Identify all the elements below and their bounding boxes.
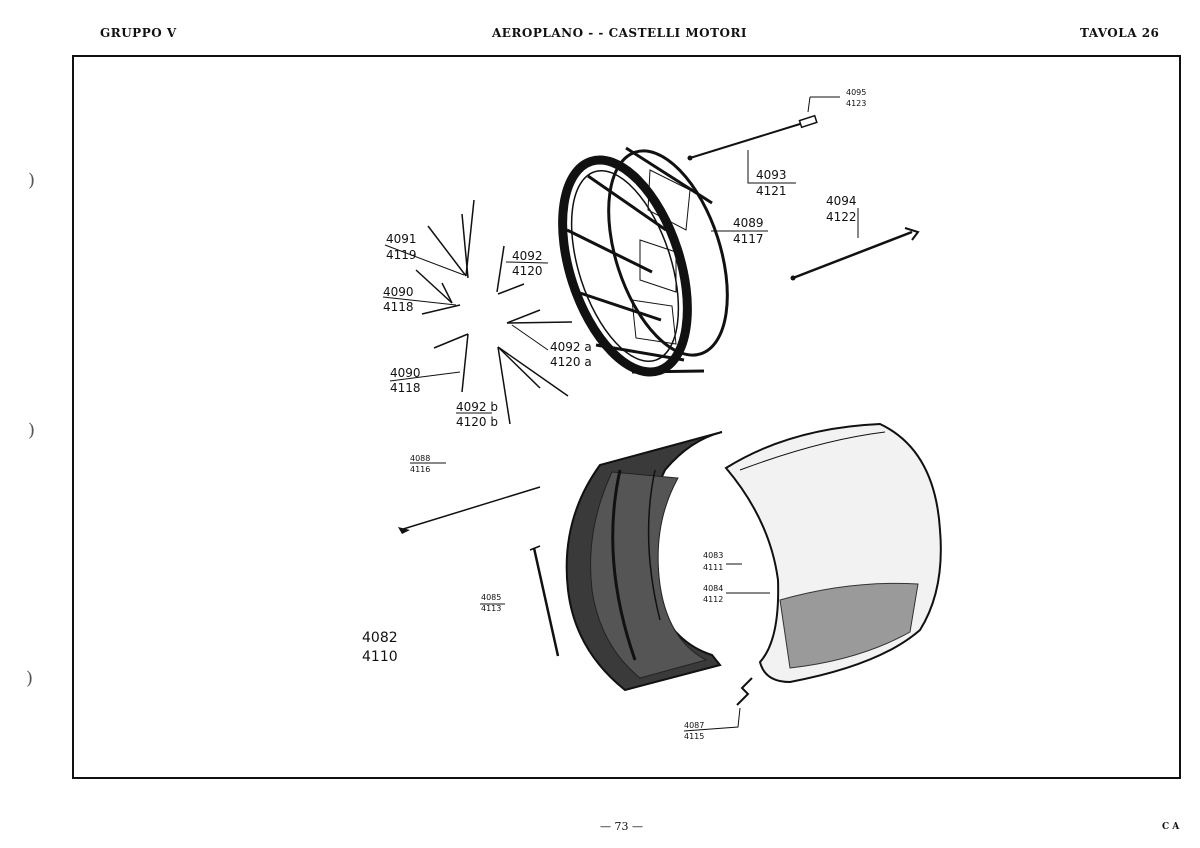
svg-text:4120 a: 4120 a (550, 355, 592, 369)
rod-4085 (529, 545, 560, 657)
leader-lines (382, 96, 859, 732)
svg-text:4094: 4094 (826, 194, 857, 208)
label-4083: 4083 4111 (703, 551, 723, 572)
plate-number: TAVOLA 26 (1080, 26, 1160, 40)
page-title: AEROPLANO - - CASTELLI MOTORI (492, 26, 748, 40)
svg-text:4089: 4089 (733, 216, 764, 230)
svg-text:4090: 4090 (383, 285, 414, 299)
label-4087: 4087 4115 (684, 721, 704, 741)
tie-rod-4093 (687, 123, 801, 161)
svg-text:4120 b: 4120 b (456, 415, 498, 429)
label-4092b: 4092 b 4120 b (456, 400, 498, 429)
binding-mark: ) (28, 170, 36, 191)
svg-text:4092: 4092 (512, 249, 543, 263)
label-4084: 4084 4112 (703, 584, 723, 604)
rod-4091 (427, 199, 475, 279)
svg-text:4083: 4083 (703, 551, 723, 560)
svg-text:4088: 4088 (410, 454, 430, 463)
footer-code: C A (1162, 822, 1180, 832)
svg-text:4091: 4091 (386, 232, 417, 246)
clip-4095 (798, 114, 818, 129)
svg-text:4115: 4115 (684, 732, 704, 741)
svg-text:4082: 4082 (362, 630, 398, 646)
rod-4090-lower (433, 333, 469, 393)
svg-text:4119: 4119 (386, 248, 417, 262)
svg-text:4121: 4121 (756, 184, 787, 198)
svg-text:4112: 4112 (703, 595, 723, 604)
svg-text:4087: 4087 (684, 721, 704, 730)
svg-text:4122: 4122 (826, 210, 857, 224)
label-4090-lower: 4090 4118 (390, 366, 421, 395)
svg-text:4123: 4123 (846, 99, 866, 108)
svg-text:4118: 4118 (383, 300, 414, 314)
label-4095: 4095 4123 (846, 88, 866, 108)
tie-rod-4094 (790, 227, 920, 281)
binding-mark: ) (26, 668, 34, 689)
svg-text:4090: 4090 (390, 366, 421, 380)
svg-text:4095: 4095 (846, 88, 866, 97)
front-cowl (724, 422, 942, 684)
rod-4088 (398, 486, 541, 534)
rod-4092a (506, 309, 573, 324)
label-4092a: 4092 a 4120 a (550, 340, 592, 369)
rear-cowl (565, 431, 723, 692)
svg-text:4111: 4111 (703, 563, 723, 572)
rod-4090-upper (415, 269, 461, 315)
ring-frame (558, 146, 729, 377)
binding-mark: ) (28, 420, 36, 441)
label-4094: 4094 4122 (826, 194, 857, 224)
group-label: GRUPPO V (100, 26, 177, 40)
svg-text:4117: 4117 (733, 232, 764, 246)
label-4090-upper: 4090 4118 (383, 285, 414, 314)
page-number: — 73 — (600, 820, 643, 833)
svg-text:4113: 4113 (481, 604, 501, 613)
drawing-frame (72, 55, 1181, 779)
label-4082: 4082 4110 (362, 630, 398, 665)
svg-text:4092 b: 4092 b (456, 400, 498, 414)
svg-text:4092 a: 4092 a (550, 340, 592, 354)
rod-4092 (496, 245, 525, 295)
label-4092: 4092 4120 (512, 249, 543, 278)
clip-4087 (736, 677, 753, 706)
label-4088: 4088 4116 (410, 454, 430, 474)
label-4091: 4091 4119 (386, 232, 417, 262)
svg-text:4118: 4118 (390, 381, 421, 395)
svg-text:4084: 4084 (703, 584, 723, 593)
label-4093: 4093 4121 (756, 168, 787, 198)
label-4085: 4085 4113 (481, 593, 501, 613)
label-4089: 4089 4117 (733, 216, 764, 246)
svg-text:4110: 4110 (362, 649, 398, 665)
svg-text:4120: 4120 (512, 264, 543, 278)
svg-text:4093: 4093 (756, 168, 787, 182)
svg-text:4116: 4116 (410, 465, 430, 474)
svg-text:4085: 4085 (481, 593, 501, 602)
rod-4092b (497, 346, 569, 425)
